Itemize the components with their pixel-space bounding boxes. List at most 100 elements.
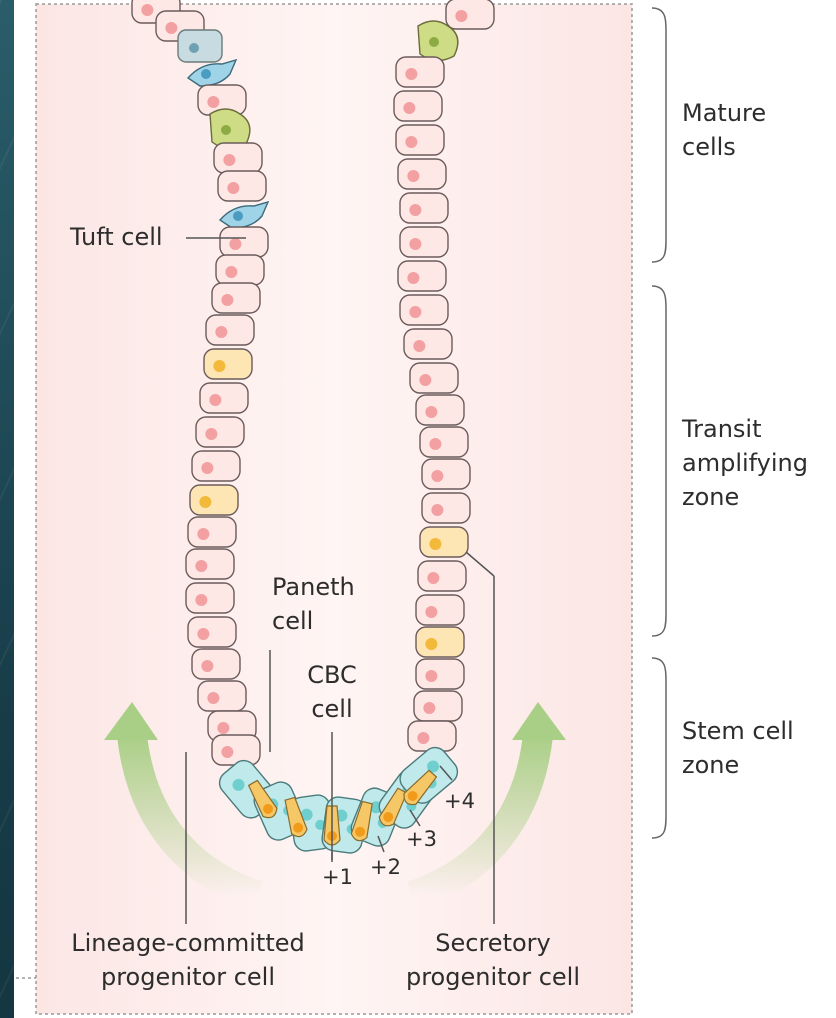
ent-cell — [192, 451, 240, 481]
ent-cell — [216, 255, 264, 285]
secretory-cell — [190, 485, 238, 515]
secretory-cell — [416, 627, 464, 657]
position-3-label: +3 — [406, 822, 437, 856]
ent-cell — [206, 315, 254, 345]
ent-cell — [416, 595, 464, 625]
nucleus — [197, 528, 209, 540]
nucleus — [141, 4, 153, 16]
position-1-label: +1 — [322, 860, 353, 894]
tuft-cell — [178, 30, 222, 62]
nucleus — [195, 560, 207, 572]
nucleus — [195, 594, 207, 606]
ent-cell — [200, 383, 248, 413]
nucleus — [429, 37, 439, 47]
nucleus — [429, 538, 441, 550]
nucleus — [227, 182, 239, 194]
zone-transit-label: Transit amplifying zone — [682, 412, 808, 514]
ent-cell — [400, 295, 448, 325]
nucleus — [215, 326, 227, 338]
nucleus — [429, 438, 441, 450]
ent-cell — [186, 549, 234, 579]
nucleus — [189, 43, 199, 53]
nucleus — [409, 306, 421, 318]
nucleus — [431, 470, 443, 482]
nucleus — [205, 428, 217, 440]
ent-cell — [400, 193, 448, 223]
nucleus — [201, 660, 213, 672]
zone-mature-label: Mature cells — [682, 96, 766, 164]
nucleus — [419, 374, 431, 386]
nucleus — [417, 732, 429, 744]
nucleus — [209, 394, 221, 406]
nucleus — [409, 238, 421, 250]
ent-cell — [410, 363, 458, 393]
nucleus — [221, 746, 233, 758]
ent-cell — [198, 681, 246, 711]
nucleus — [405, 136, 417, 148]
ent-cell — [416, 659, 464, 689]
nucleus — [213, 360, 225, 372]
ent-cell — [186, 583, 234, 613]
nucleus — [225, 266, 237, 278]
nucleus — [207, 692, 219, 704]
ent-cell — [220, 227, 268, 257]
nucleus — [425, 638, 437, 650]
ent-cell — [212, 283, 260, 313]
nucleus — [425, 406, 437, 418]
nucleus — [201, 462, 213, 474]
lineage-committed-label: Lineage-committed progenitor cell — [38, 926, 338, 994]
stem-bracket — [652, 658, 666, 838]
ent-cell — [416, 395, 464, 425]
nucleus — [423, 702, 435, 714]
nucleus — [221, 125, 231, 135]
nucleus — [221, 294, 233, 306]
cbc-cell-label: CBC cell — [300, 658, 364, 726]
ent-cell — [408, 721, 456, 751]
nucleus — [413, 340, 425, 352]
ent-cell — [420, 427, 468, 457]
ent-cell — [214, 143, 262, 173]
ent-cell — [188, 517, 236, 547]
secretory-cell — [204, 349, 252, 379]
ent-cell — [398, 159, 446, 189]
nucleus — [223, 154, 235, 166]
position-4-label: +4 — [444, 784, 475, 818]
ent-cell — [414, 691, 462, 721]
nucleus — [431, 504, 443, 516]
nucleus — [425, 670, 437, 682]
nucleus — [427, 572, 439, 584]
nucleus — [409, 204, 421, 216]
nucleus — [199, 496, 211, 508]
nucleus — [165, 22, 177, 34]
nucleus — [207, 96, 219, 108]
secretory-progenitor-label: Secretory progenitor cell — [378, 926, 608, 994]
nucleus — [455, 10, 467, 22]
ent-cell — [192, 649, 240, 679]
ent-cell — [400, 227, 448, 257]
nucleus — [233, 211, 243, 221]
tuft-cell-label: Tuft cell — [70, 220, 163, 254]
ent-cell — [394, 91, 442, 121]
transit-bracket — [652, 286, 666, 636]
zone-stem-label: Stem cell zone — [682, 714, 794, 782]
nucleus — [197, 628, 209, 640]
ent-cell — [446, 0, 494, 29]
ent-cell — [422, 493, 470, 523]
ent-cell — [398, 261, 446, 291]
ent-cell — [396, 57, 444, 87]
ent-cell — [212, 735, 260, 765]
nucleus — [201, 69, 211, 79]
nucleus — [217, 722, 229, 734]
nucleus — [405, 68, 417, 80]
mature-bracket — [652, 8, 666, 262]
nucleus — [425, 606, 437, 618]
ent-cell — [196, 417, 244, 447]
nucleus — [407, 272, 419, 284]
nucleus — [229, 238, 241, 250]
ent-cell — [218, 171, 266, 201]
nucleus — [407, 170, 419, 182]
position-2-label: +2 — [370, 850, 401, 884]
paneth-cell-label: Paneth cell — [272, 570, 355, 638]
secretory-cell — [420, 527, 468, 557]
ent-cell — [188, 617, 236, 647]
